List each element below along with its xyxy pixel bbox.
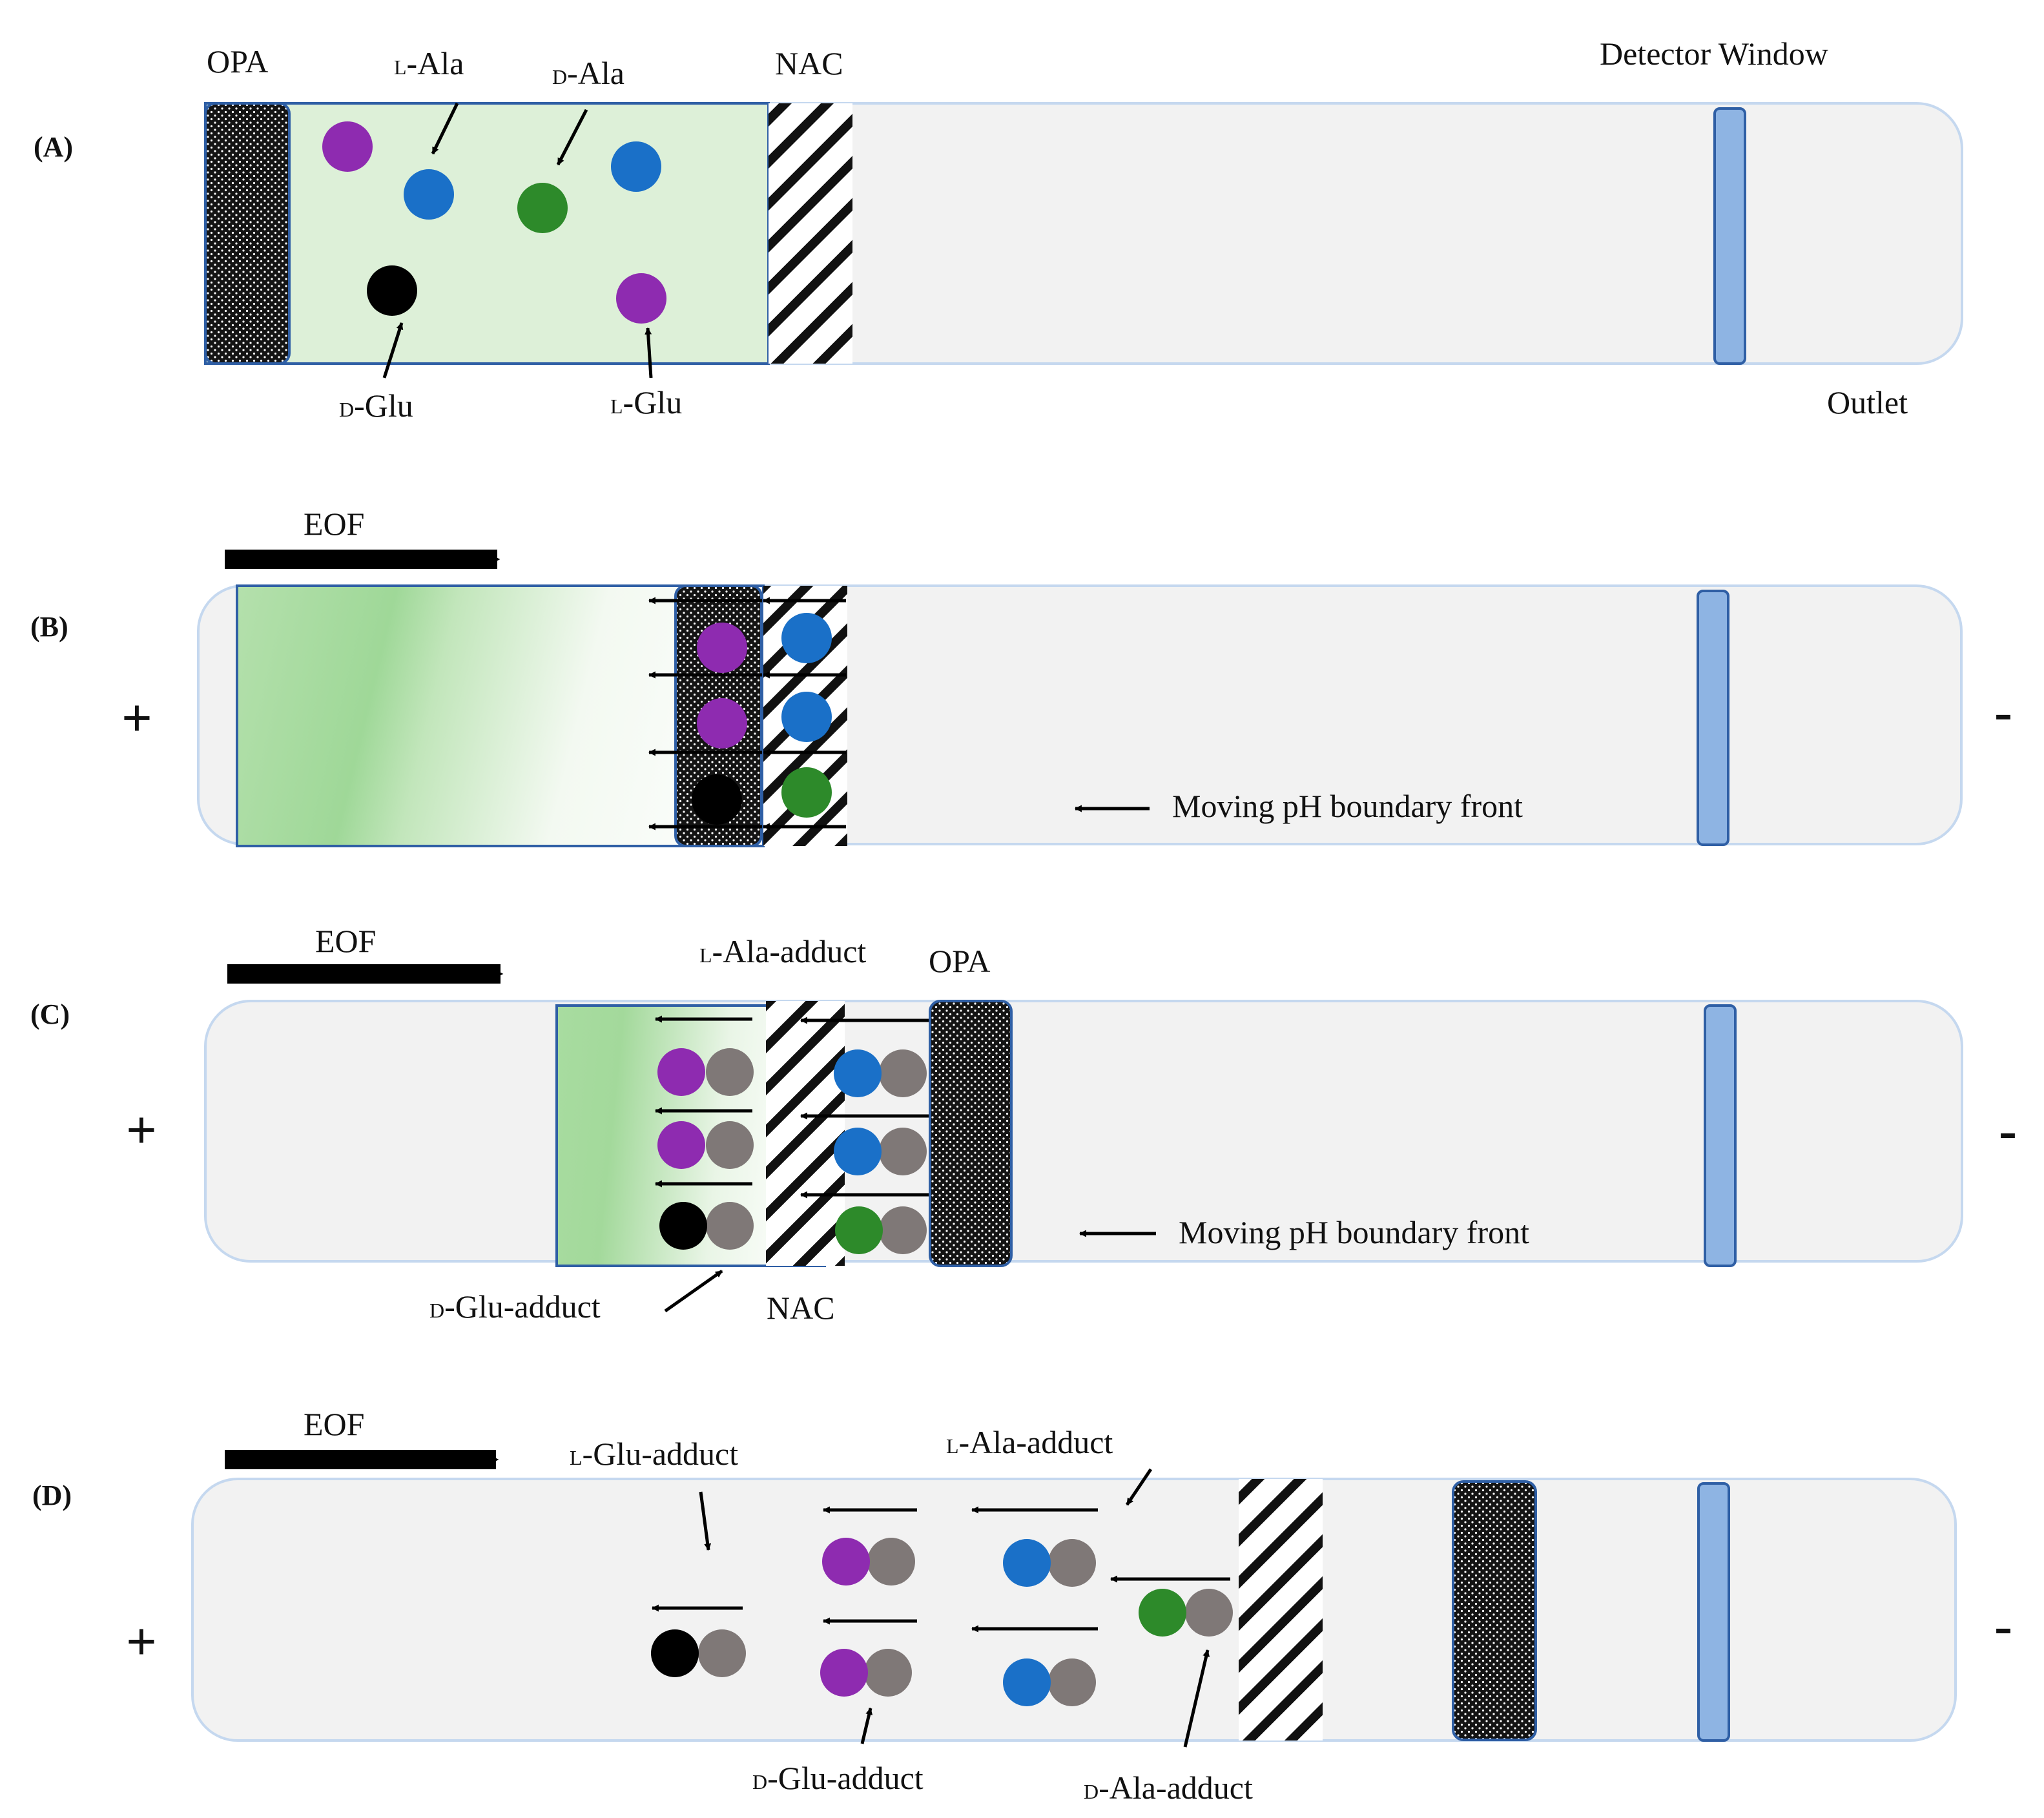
nac-label-c: NAC: [767, 1290, 835, 1326]
molecule-blue: [834, 1128, 882, 1175]
molecule-purple: [657, 1048, 705, 1096]
molecule-blue: [1003, 1658, 1051, 1706]
molecule-blue: [611, 141, 661, 192]
panel-c: (C) EOF + - L-Ala-adduct OPA NAC D-Gl: [30, 923, 2017, 1326]
eof-label-b: EOF: [304, 506, 364, 542]
adduct-partner-gray: [1048, 1539, 1096, 1587]
molecule-purple: [657, 1121, 705, 1169]
nac-plug-d: [1239, 1479, 1323, 1741]
opa-plug-d: [1452, 1480, 1537, 1741]
pointer-arrow: [382, 322, 404, 378]
adduct-partner-gray: [879, 1206, 927, 1254]
detector-window-label: Detector Window: [1600, 36, 1828, 72]
cathode-minus-c: -: [1999, 1100, 2017, 1161]
moving-front-label-c: Moving pH boundary front: [1179, 1214, 1529, 1250]
pointer-arrow: [645, 327, 653, 378]
cathode-minus-b: -: [1994, 682, 2012, 742]
opa-label-c: OPA: [929, 943, 990, 979]
l-ala-label-a: L-Ala: [394, 45, 464, 81]
molecule-blue: [1003, 1539, 1051, 1587]
panel-a: (A) OPA NAC Detector Window Outlet L-Ala…: [34, 36, 1963, 424]
molecule-purple: [820, 1649, 868, 1697]
pointer-arrow: [699, 1491, 712, 1551]
molecule-green: [517, 183, 568, 233]
molecule-purple: [616, 273, 666, 324]
d-glu-label-a: D-Glu: [339, 387, 413, 424]
molecule-blue: [781, 692, 832, 742]
eof-label-c: EOF: [315, 923, 376, 959]
molecule-green: [781, 767, 832, 818]
d-ala-adduct-label-d: D-Ala-adduct: [1084, 1770, 1253, 1806]
outlet-label: Outlet: [1827, 384, 1908, 420]
opa-plug-a: [204, 102, 291, 365]
panel-b-label: (B): [30, 611, 68, 643]
anode-plus-d: +: [126, 1612, 157, 1672]
molecule-purple: [697, 698, 747, 749]
cathode-minus-d: -: [1994, 1596, 2012, 1656]
nac-plug-a: [769, 103, 852, 364]
adduct-partner-gray: [698, 1629, 746, 1677]
molecule-purple: [697, 623, 747, 673]
pointer-arrow: [1125, 1468, 1153, 1506]
adduct-partner-gray: [706, 1202, 754, 1250]
detector-window-a: [1713, 107, 1746, 365]
detector-window-b: [1697, 590, 1729, 846]
molecule-black: [367, 265, 417, 316]
molecule-blue: [834, 1049, 882, 1097]
molecule-blue: [781, 613, 832, 663]
adduct-partner-gray: [706, 1121, 754, 1169]
molecule-black: [651, 1629, 699, 1677]
pointer-arrow: [664, 1269, 723, 1313]
anode-plus-c: +: [126, 1100, 157, 1161]
l-glu-adduct-label-d: L-Glu-adduct: [570, 1436, 738, 1472]
panel-d-label: (D): [32, 1480, 72, 1511]
l-glu-label-a: L-Glu: [610, 384, 682, 420]
nac-label-a: NAC: [775, 45, 843, 81]
adduct-partner-gray: [879, 1128, 927, 1175]
adduct-partner-gray: [1048, 1658, 1096, 1706]
adduct-partner-gray: [1185, 1589, 1233, 1637]
molecule-black: [659, 1202, 707, 1250]
opa-plug-c: [929, 1000, 1013, 1267]
adduct-partner-gray: [879, 1049, 927, 1097]
panel-d: (D) EOF + - L-Glu-adduct L-Ala-adduct D-…: [32, 1406, 2012, 1806]
adduct-partner-gray: [864, 1649, 912, 1697]
pointer-arrow: [860, 1707, 873, 1744]
molecule-green: [835, 1206, 883, 1254]
molecule-purple: [822, 1538, 870, 1586]
detector-window-c: [1704, 1004, 1737, 1267]
nac-plug-c: [766, 1001, 845, 1266]
pointer-arrow: [556, 108, 588, 166]
l-ala-adduct-label-c: L-Ala-adduct: [699, 933, 866, 969]
molecule-green: [1139, 1589, 1186, 1637]
pointer-arrow: [431, 102, 459, 155]
detector-window-d: [1697, 1482, 1730, 1742]
pointer-arrow: [1183, 1649, 1210, 1748]
molecule-purple: [322, 121, 373, 172]
d-ala-label-a: D-Ala: [552, 55, 625, 91]
capillary-c: [204, 1000, 1963, 1263]
d-glu-adduct-label-d: D-Glu-adduct: [752, 1760, 924, 1796]
l-ala-adduct-label-d: L-Ala-adduct: [946, 1424, 1113, 1460]
anode-plus-b: +: [121, 688, 152, 749]
adduct-partner-gray: [867, 1538, 915, 1586]
d-glu-adduct-label-c: D-Glu-adduct: [429, 1288, 601, 1325]
molecule-blue: [404, 169, 454, 220]
panel-c-label: (C): [30, 998, 70, 1030]
opa-label-a: OPA: [207, 43, 268, 79]
panel-a-label: (A): [34, 131, 73, 163]
panel-b: (B) EOF + - Moving pH boundary front: [30, 506, 2012, 847]
adduct-partner-gray: [706, 1048, 754, 1096]
molecule-black: [692, 774, 742, 825]
moving-front-label-b: Moving pH boundary front: [1172, 788, 1523, 824]
eof-label-d: EOF: [304, 1406, 364, 1442]
sample-zone-a: [204, 102, 770, 365]
